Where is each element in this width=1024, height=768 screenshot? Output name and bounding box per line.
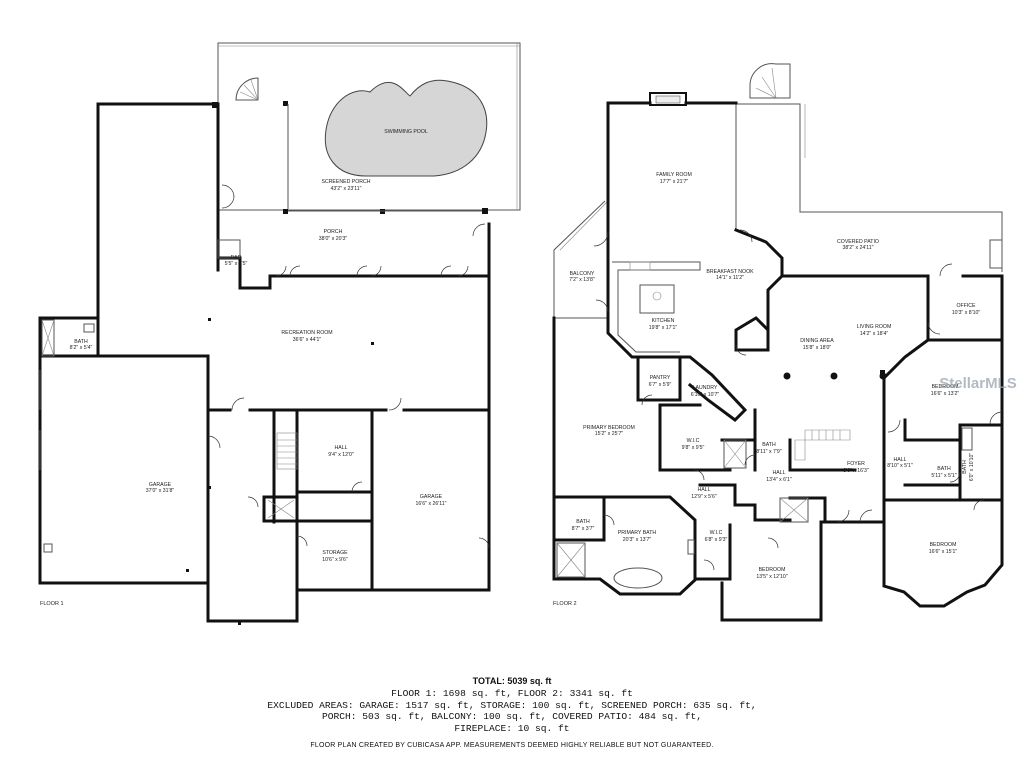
- room-hall-center-name: HALL: [773, 470, 786, 476]
- room-garage-large-dim: 37'0" x 31'8": [146, 488, 175, 494]
- room-pantry-name: PANTRY: [650, 375, 671, 381]
- room-family-room-name: FAMILY ROOM: [656, 172, 692, 178]
- room-bedroom-right-name: BEDROOM: [932, 384, 959, 390]
- room-covered-patio-name: COVERED PATIO: [837, 239, 879, 245]
- floor-1-label: FLOOR 1: [40, 601, 64, 607]
- disclaimer: FLOOR PLAN CREATED BY CUBICASA APP. MEAS…: [310, 742, 714, 749]
- room-screened-porch-name: SCREENED PORCH: [321, 179, 370, 185]
- room-dining-area-dim: 15'8" x 18'0": [803, 345, 832, 351]
- room-living-room-dim: 14'2" x 18'4": [860, 331, 889, 337]
- room-office-dim: 10'3" x 8'10": [952, 310, 981, 316]
- room-dining-area-name: DINING AREA: [800, 338, 834, 344]
- room-storage-dim: 10'6" x 9'6": [322, 557, 348, 563]
- room-porch-name: PORCH: [324, 229, 343, 235]
- room-storage-name: STORAGE: [322, 550, 348, 556]
- room-hall-right-dim: 8'10" x 5'1": [887, 463, 913, 469]
- floor-2-doors: [593, 229, 1003, 571]
- swimming-pool: [324, 79, 488, 177]
- watermark: StellarMLS: [939, 375, 1017, 392]
- room-garage-small-dim: 16'6" x 26'11": [416, 501, 447, 507]
- room-hall-left-name: HALL: [698, 487, 711, 493]
- room-primary-bath-name: PRIMARY BATH: [618, 530, 657, 536]
- room-bath-right-name: BATH: [937, 466, 951, 472]
- room-kitchen-dim: 19'8" x 17'1": [649, 325, 678, 331]
- floor-1-plan: SWIMMING POOL SCREENED PORCH 43'2" x 23'…: [38, 42, 521, 625]
- room-bath-far-right-name: BATH: [962, 460, 968, 474]
- living-room-columns: [783, 372, 887, 380]
- floor-2-stair: [794, 429, 851, 461]
- excluded-areas-line-3: FIREPLACE: 10 sq. ft: [454, 722, 570, 734]
- room-recreation-room-name: RECREATION ROOM: [281, 330, 332, 336]
- room-bar-name: BAR: [231, 255, 242, 261]
- room-bath-name: BATH: [74, 339, 88, 345]
- floor-2-plan: FAMILY ROOM 17'7" x 21'7" COVERED PATIO …: [552, 63, 1017, 622]
- room-bath-primary-small-dim: 8'7" x 3'7": [572, 526, 595, 532]
- room-wic-1-name: W.I.C: [687, 438, 700, 444]
- room-foyer-name: FOYER: [847, 461, 865, 467]
- room-bath-primary-small-name: BATH: [576, 519, 590, 525]
- room-balcony-name: BALCONY: [570, 271, 595, 277]
- room-porch-dim: 38'0" x 20'3": [319, 236, 348, 242]
- room-laundry-dim: 6'10" x 10'7": [691, 392, 720, 398]
- excluded-areas-line-1: EXCLUDED AREAS: GARAGE: 1517 sq. ft, STO…: [267, 699, 757, 711]
- room-recreation-room-dim: 36'6" x 44'1": [293, 337, 322, 343]
- floor-area-summary: FLOOR 1: 1698 sq. ft, FLOOR 2: 3341 sq. …: [391, 688, 633, 699]
- room-bedroom-bottom-right-name: BEDROOM: [930, 542, 957, 548]
- room-hall-center-dim: 13'4" x 6'1": [766, 477, 792, 483]
- floor-1-doors: [207, 184, 490, 549]
- room-breakfast-nook-dim: 14'1" x 11'2": [716, 275, 744, 281]
- room-primary-bedroom-name: PRIMARY BEDROOM: [583, 425, 635, 431]
- interior-stair: [276, 432, 298, 470]
- room-foyer-dim: 8'6" x 16'3": [843, 468, 869, 474]
- room-hall-name: HALL: [335, 445, 348, 451]
- total-area: TOTAL: 5039 sq. ft: [472, 676, 552, 686]
- excluded-areas-line-2: PORCH: 503 sq. ft, BALCONY: 100 sq. ft, …: [322, 711, 702, 722]
- room-bedroom-center-dim: 13'5" x 12'10": [756, 574, 787, 580]
- room-primary-bedroom-dim: 15'2" x 25'7": [595, 431, 624, 437]
- room-wic-2-name: W.I.C: [710, 530, 723, 536]
- spiral-stair-floor-2: [749, 63, 791, 99]
- room-family-room-dim: 17'7" x 21'7": [660, 179, 689, 185]
- room-bedroom-right-dim: 16'6" x 13'2": [931, 391, 960, 397]
- room-garage-small-name: GARAGE: [420, 494, 443, 500]
- room-balcony-dim: 7'2" x 13'8": [569, 277, 595, 283]
- room-bath-center-name: BATH: [762, 442, 776, 448]
- room-living-room-name: LIVING ROOM: [857, 324, 892, 330]
- room-primary-bath-dim: 20'3" x 13'7": [623, 537, 652, 543]
- room-breakfast-nook-name: BREAKFAST NOOK: [706, 269, 754, 275]
- floor-2-label: FLOOR 2: [553, 601, 577, 607]
- room-pantry-dim: 6'7" x 5'9": [649, 382, 672, 388]
- room-office-name: OFFICE: [956, 303, 976, 309]
- room-bar-dim: 5'5" x 7'5": [225, 261, 248, 267]
- room-garage-large-name: GARAGE: [149, 482, 172, 488]
- spiral-stair: [235, 77, 259, 101]
- room-bath-far-right-dim: 6'0" x 10'10": [969, 453, 975, 482]
- room-wic-2-dim: 6'8" x 9'3": [705, 537, 728, 543]
- room-screened-porch-dim: 43'2" x 23'11": [331, 186, 362, 192]
- room-wic-1-dim: 9'8" x 9'5": [682, 445, 705, 451]
- room-bath-center-dim: 8'11" x 7'9": [756, 449, 781, 455]
- room-kitchen-name: KITCHEN: [652, 318, 675, 324]
- room-bedroom-center-name: BEDROOM: [759, 567, 786, 573]
- room-hall-dim: 9'4" x 12'0": [328, 452, 354, 458]
- room-covered-patio-dim: 38'2" x 24'11": [843, 245, 874, 251]
- room-bath-dim: 8'2" x 5'4": [70, 345, 93, 351]
- room-hall-right-name: HALL: [894, 457, 907, 463]
- room-bath-right-dim: 5'11" x 5'1": [931, 473, 956, 479]
- room-swimming-pool-label: SWIMMING POOL: [384, 129, 428, 135]
- room-laundry-name: LAUNDRY: [693, 385, 718, 391]
- room-bedroom-bottom-right-dim: 16'6" x 15'1": [929, 549, 958, 555]
- room-hall-left-dim: 12'9" x 5'6": [691, 494, 717, 500]
